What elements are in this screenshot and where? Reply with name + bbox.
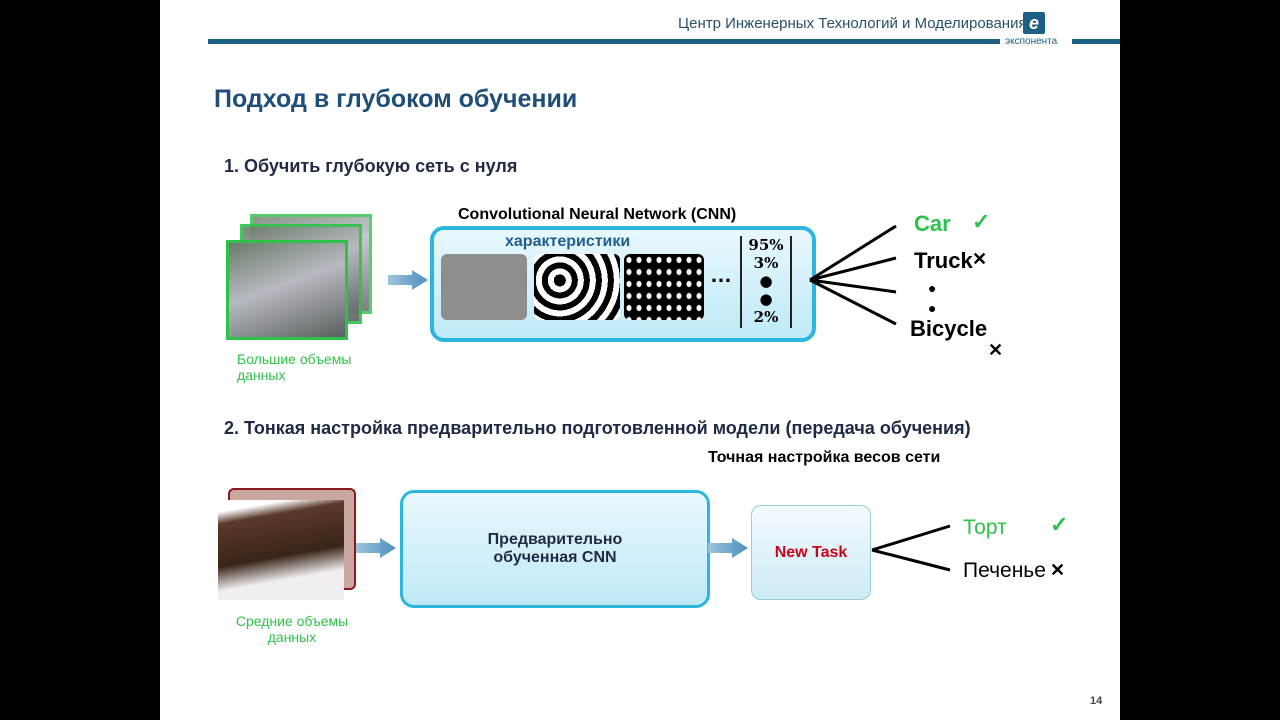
output-arrows-icon <box>871 524 951 572</box>
page-number: 14 <box>1090 695 1103 707</box>
prob: 3% <box>753 254 779 272</box>
cnn-title: Convolutional Neural Network (CNN) <box>458 206 737 223</box>
section1-heading: 1. Обучить глубокую сеть с нуля <box>224 156 518 176</box>
features-label: характеристики <box>505 233 631 250</box>
output-cake: Торт <box>963 516 1007 539</box>
ellipsis: … <box>710 262 732 287</box>
new-task-box: New Task <box>751 505 871 600</box>
logo-icon: e <box>1023 12 1045 34</box>
car-image <box>226 240 348 340</box>
output-bicycle: Bicycle <box>910 316 988 341</box>
section2-heading: 2. Тонкая настройка предварительно подго… <box>224 418 971 438</box>
logo-text: экспонента <box>1005 36 1058 47</box>
check-icon: ✓ <box>1050 512 1069 537</box>
pretrained-cnn-box: Предварительно обученная CNN <box>400 490 710 608</box>
data-caption-large: Большие объемы данных <box>237 351 352 383</box>
probability-vector: 95% 3% ●● 2% <box>740 236 792 328</box>
slide-title: Подход в глубоком обучении <box>214 85 578 113</box>
output-arrows-icon <box>809 224 897 326</box>
feature-map <box>624 254 704 320</box>
arrow-icon <box>356 538 396 558</box>
data-caption-medium: Средние объемы данных <box>235 613 349 645</box>
header-divider-right <box>1072 39 1120 44</box>
cross-icon: ✕ <box>972 249 988 269</box>
cross-icon: ✕ <box>988 340 1004 360</box>
prob: 2% <box>753 308 779 326</box>
output-truck: Truck <box>914 248 973 273</box>
check-icon: ✓ <box>972 209 991 234</box>
output-car: Car <box>914 211 951 236</box>
output-cookie: Печенье <box>963 559 1046 582</box>
slide: Центр Инженерных Технологий и Моделирова… <box>160 0 1120 720</box>
feature-map <box>534 254 620 320</box>
arrow-icon <box>388 270 428 290</box>
cross-icon: ✕ <box>1050 560 1066 580</box>
cake-image <box>218 500 344 600</box>
header-divider <box>208 39 1000 44</box>
prob: 95% <box>748 236 784 254</box>
dots: ●● <box>928 280 937 316</box>
feature-map <box>441 254 527 320</box>
header-org: Центр Инженерных Технологий и Моделирова… <box>678 15 1027 32</box>
pretrained-label: Предварительно обученная CNN <box>487 531 623 566</box>
new-task-label: New Task <box>774 543 848 561</box>
arrow-icon <box>708 538 748 558</box>
finetune-label: Точная настройка весов сети <box>708 449 941 466</box>
